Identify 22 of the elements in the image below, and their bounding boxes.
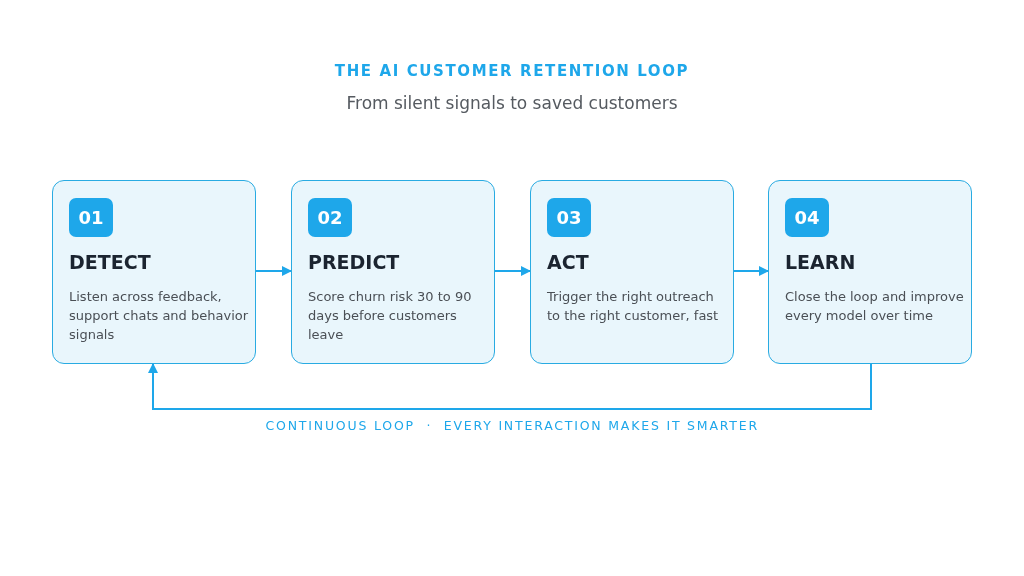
- step-heading: DETECT: [69, 251, 151, 273]
- step-card: [52, 180, 256, 364]
- step-card: [291, 180, 495, 364]
- step-description: Score churn risk 30 to 90 days before customers leave: [308, 288, 473, 344]
- subtitle: From silent signals to saved customers: [345, 93, 679, 113]
- step-card: [768, 180, 972, 364]
- step-heading: LEARN: [785, 251, 856, 273]
- arrow: [494, 266, 531, 276]
- step-number-badge: 04: [785, 198, 829, 237]
- step-number-badge: 03: [547, 198, 591, 237]
- step-number-badge: 01: [69, 198, 113, 237]
- arrow: [255, 266, 292, 276]
- step-heading: ACT: [547, 251, 589, 273]
- step-description: Listen across feedback, support chats and behavior signals: [69, 288, 249, 344]
- arrow: [733, 266, 769, 276]
- step-description: Trigger the right outreach to the right customer, fast: [547, 288, 720, 325]
- step-heading: PREDICT: [308, 251, 400, 273]
- diagram-title: THE AI CUSTOMER RETENTION LOOP: [333, 62, 691, 80]
- step-description: Close the loop and improve every model over time: [785, 288, 965, 325]
- step-card: [530, 180, 734, 364]
- step-number-badge: 02: [308, 198, 352, 237]
- arrow: [148, 363, 872, 410]
